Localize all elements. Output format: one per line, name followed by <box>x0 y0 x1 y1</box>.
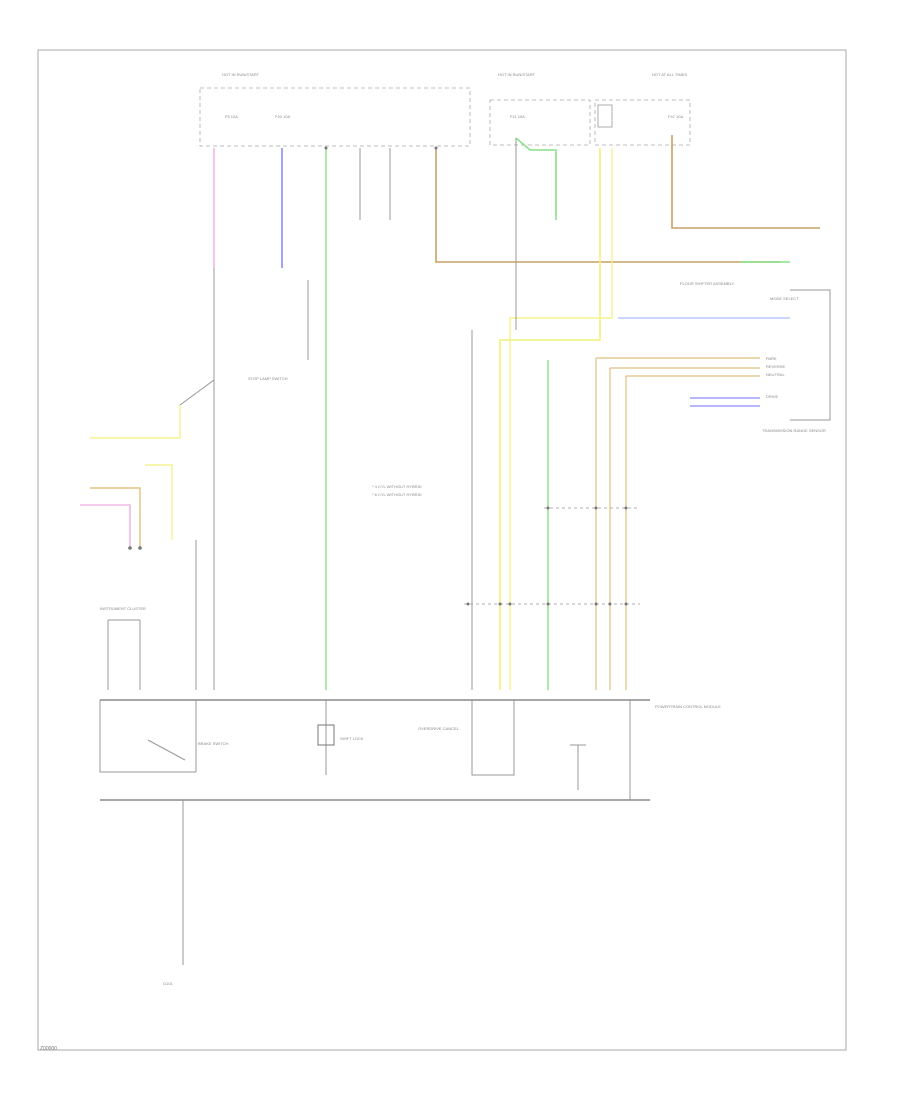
junction-nodes <box>128 146 628 606</box>
instrument-cluster-label: INSTRUMENT CLUSTER <box>100 606 146 611</box>
wire-brown <box>435 148 780 263</box>
wire-yellow-2 <box>509 148 613 690</box>
fuse-b-label: F20 10A <box>275 114 290 119</box>
neutral-label: NEUTRAL <box>766 372 785 377</box>
wire-green-top <box>515 137 557 220</box>
fuse-box-middle-label: HOT IN RUN/START <box>498 72 536 77</box>
brake-switch-label: BRAKE SWITCH <box>198 741 229 746</box>
pcm-label: POWERTRAIN CONTROL MODULE <box>655 704 721 709</box>
module-bottom: BRAKE SWITCH SHIFT LOCK OVERDRIVE CANCEL… <box>99 606 721 801</box>
reverse-label: REVERSE <box>766 364 785 369</box>
floor-shifter-label: FLOOR SHIFTER ASSEMBLY <box>680 281 734 286</box>
wire-yellow-left <box>90 405 181 540</box>
fuse-box-right: HOT AT ALL TIMES F47 10A <box>594 72 691 146</box>
ground-label: G101 <box>163 981 174 986</box>
wire-gray-group <box>107 138 640 690</box>
mode-select-label: MODE SELECT <box>770 296 799 301</box>
wire-orange-2 <box>609 367 760 690</box>
fuse-box-right-label: HOT AT ALL TIMES <box>652 72 687 77</box>
shift-lock-label: SHIFT LOCK <box>340 736 364 741</box>
wire-orange-1 <box>595 357 760 690</box>
fuse-a-label: F5 10A <box>225 114 238 119</box>
fuse-box-middle: HOT IN RUN/START F11 10A <box>489 72 591 146</box>
diagram-frame <box>37 49 847 1051</box>
wire-blue-right <box>690 397 760 407</box>
cluster-note-2: * 6 CYL WITHOUT HYBRID <box>372 492 422 497</box>
fuse-box-left-label: HOT IN RUN/START <box>222 72 260 77</box>
page-id: Z00000 <box>40 1046 57 1052</box>
fuse-box-left: HOT IN RUN/START F5 10A F20 10A <box>199 72 471 147</box>
fuse-c-label: F11 10A <box>510 114 525 119</box>
trs-label: TRANSMISSION RANGE SENSOR <box>762 428 826 433</box>
overdrive-cancel-label: OVERDRIVE CANCEL <box>418 726 460 731</box>
wire-orange-left <box>90 487 141 548</box>
cluster-note-1: * 4 CYL WITHOUT HYBRID <box>372 484 422 489</box>
wire-orange-3 <box>625 375 760 690</box>
fuse-d-label: F47 10A <box>668 114 683 119</box>
wire-yellow-1 <box>499 148 601 690</box>
ground-wire: G101 <box>163 800 184 986</box>
stop-lamp-switch-label: STOP LAMP SWITCH <box>248 376 288 381</box>
wire-brown-right <box>671 135 820 229</box>
drive-label: DRIVE <box>766 394 779 399</box>
shifter-bracket <box>790 289 831 421</box>
park-label: PARK <box>766 356 777 361</box>
wire-pink-left <box>80 504 131 548</box>
